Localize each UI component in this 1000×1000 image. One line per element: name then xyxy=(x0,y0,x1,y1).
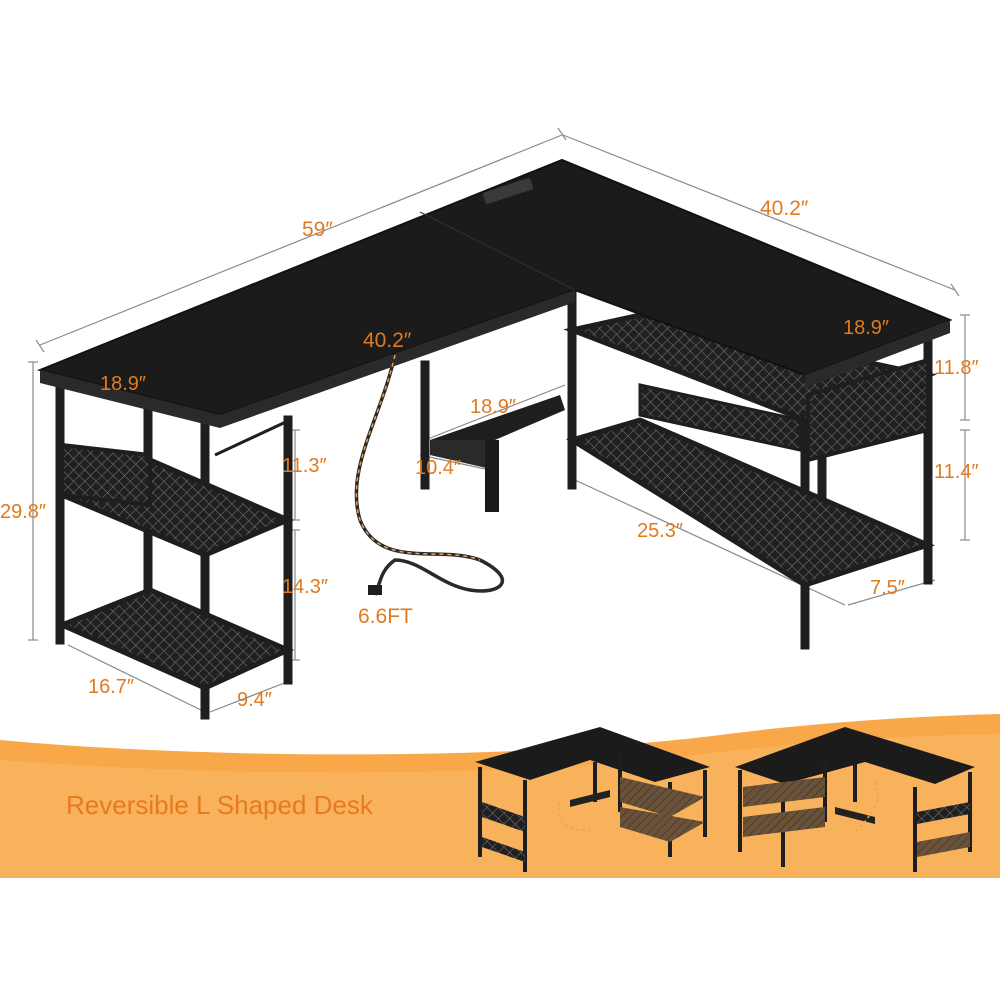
left-upper-shelf-gap-label: 11.3″ xyxy=(282,455,327,477)
overall-length-label: 59″ xyxy=(302,218,333,241)
cable-length-label: 6.6FT xyxy=(358,605,413,628)
cpu-stand-width-label: 10.4″ xyxy=(415,457,462,479)
right-upper-shelf-gap-label: 11.8″ xyxy=(934,357,979,379)
l-shaped-desk xyxy=(36,158,953,720)
left-shelf-length-label: 16.7″ xyxy=(88,676,135,698)
desk-thumbnail-left xyxy=(475,727,710,872)
dimension-lines xyxy=(28,127,970,713)
return-length-top-label: 40.2″ xyxy=(760,197,809,220)
right-lower-shelf-gap-label: 11.4″ xyxy=(934,461,979,483)
right-shelf-length-label: 25.3″ xyxy=(637,520,684,542)
right-shelf-depth-label: 7.5″ xyxy=(870,577,905,599)
desk-thumbnail-right xyxy=(735,727,975,872)
left-depth-label: 18.9″ xyxy=(100,373,147,395)
banner-title: Reversible L Shaped Desk xyxy=(66,790,373,820)
total-height-label: 29.8″ xyxy=(0,501,47,523)
return-length-mid-label: 40.2″ xyxy=(363,329,412,352)
left-lower-shelf-gap-label: 14.3″ xyxy=(282,576,329,598)
cpu-stand-depth-label: 18.9″ xyxy=(470,396,517,418)
left-shelf-depth-label: 9.4″ xyxy=(237,689,272,711)
right-depth-label: 18.9″ xyxy=(843,317,890,339)
